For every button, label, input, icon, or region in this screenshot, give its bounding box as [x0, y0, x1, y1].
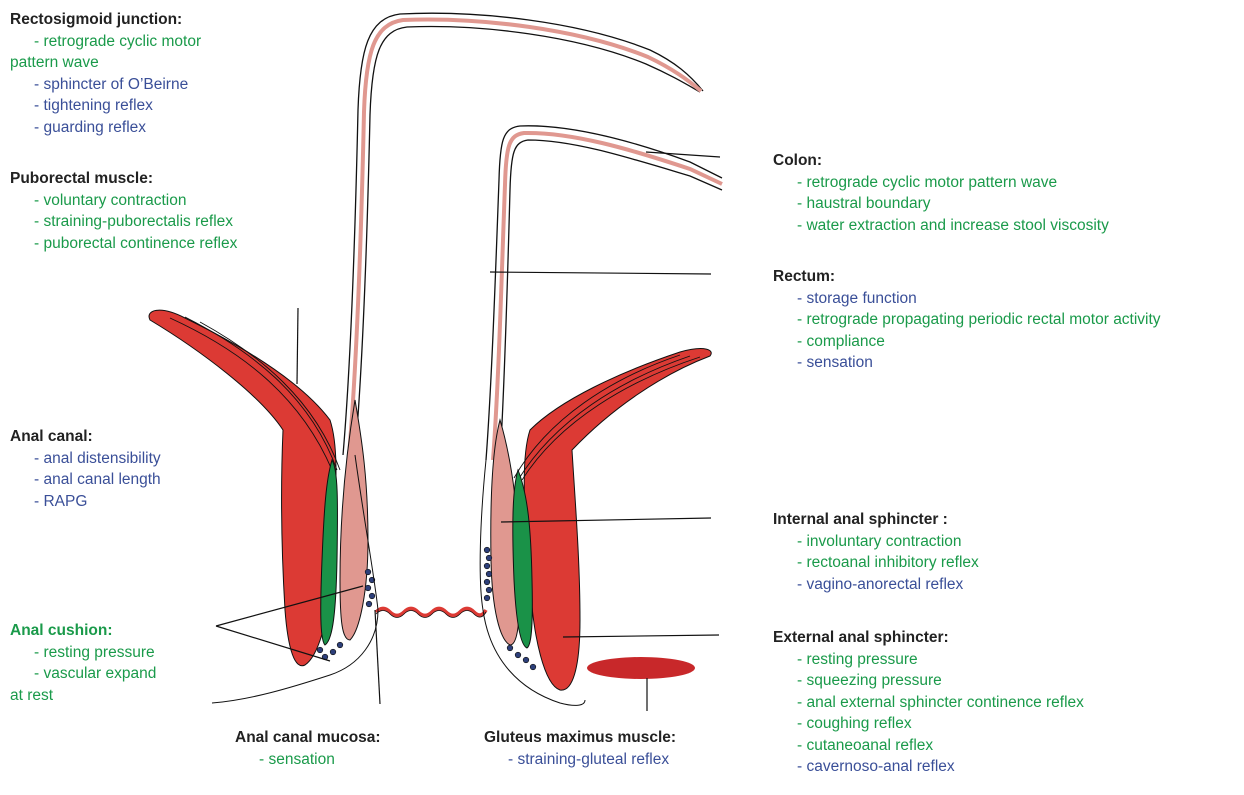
- puborectal-item-3: - puborectal continence reflex: [10, 233, 237, 255]
- gluteus-item-1: - straining-gluteal reflex: [484, 749, 676, 771]
- label-internal-anal-sphincter: Internal anal sphincter : - involuntary …: [773, 509, 979, 595]
- rectosigmoid-item-2: - sphincter of O’Beirne: [10, 74, 201, 96]
- rectum-item-3: - compliance: [773, 331, 1161, 353]
- rectal-wall-outer-left: [343, 13, 703, 455]
- internal-sphincter-item-3: - vagino-anorectal reflex: [773, 574, 979, 596]
- external-sphincter-item-4: - coughing reflex: [773, 713, 1084, 735]
- label-rectum: Rectum: - storage function - retrograde …: [773, 266, 1161, 374]
- anal-canal-heading: Anal canal:: [10, 426, 161, 448]
- internal-sphincter-item-2: - rectoanal inhibitory reflex: [773, 552, 979, 574]
- label-anal-canal: Anal canal: - anal distensibility - anal…: [10, 426, 161, 512]
- external-sphincter-item-6: - cavernoso-anal reflex: [773, 756, 1084, 778]
- puborectal-heading: Puborectal muscle:: [10, 168, 237, 190]
- mucosa-heading: Anal canal mucosa:: [235, 727, 381, 749]
- colon-item-3: - water extraction and increase stool vi…: [773, 215, 1109, 237]
- rectosigmoid-item-1-cont: pattern wave: [10, 52, 201, 74]
- rectum-item-1: - storage function: [773, 288, 1161, 310]
- label-anal-cushion: Anal cushion: - resting pressure - vascu…: [10, 620, 156, 706]
- colon-item-2: - haustral boundary: [773, 193, 1109, 215]
- label-rectosigmoid-junction: Rectosigmoid junction: - retrograde cycl…: [10, 9, 201, 138]
- gluteus-heading: Gluteus maximus muscle:: [484, 727, 676, 749]
- external-sphincter-item-2: - squeezing pressure: [773, 670, 1084, 692]
- anal-cushion-heading: Anal cushion:: [10, 620, 156, 642]
- external-sphincter-heading: External anal sphincter:: [773, 627, 1084, 649]
- label-puborectal-muscle: Puborectal muscle: - voluntary contracti…: [10, 168, 237, 254]
- external-sphincter-item-1: - resting pressure: [773, 649, 1084, 671]
- rectal-mucosa-left: [349, 20, 701, 455]
- label-external-anal-sphincter: External anal sphincter: - resting press…: [773, 627, 1084, 778]
- anal-canal-item-3: - RAPG: [10, 491, 161, 513]
- gluteus-maximus-muscle: [587, 657, 695, 679]
- label-anal-canal-mucosa: Anal canal mucosa: - sensation: [235, 727, 381, 770]
- anal-cushion-item-2-cont: at rest: [10, 685, 156, 707]
- rectosigmoid-item-1: - retrograde cyclic motor: [10, 31, 201, 53]
- rectal-wall-inner-left: [355, 27, 700, 455]
- colon-item-1: - retrograde cyclic motor pattern wave: [773, 172, 1109, 194]
- rectum-item-2: - retrograde propagating periodic rectal…: [773, 309, 1161, 331]
- rectum-item-4: - sensation: [773, 352, 1161, 374]
- anal-cushion-item-1: - resting pressure: [10, 642, 156, 664]
- label-gluteus-maximus: Gluteus maximus muscle: - straining-glut…: [484, 727, 676, 770]
- internal-sphincter-heading: Internal anal sphincter :: [773, 509, 979, 531]
- external-sphincter-item-3: - anal external sphincter continence ref…: [773, 692, 1084, 714]
- mucosa-item-1: - sensation: [235, 749, 381, 771]
- anal-cushion-item-2: - vascular expand: [10, 663, 156, 685]
- colon-heading: Colon:: [773, 150, 1109, 172]
- rectosigmoid-item-3: - tightening reflex: [10, 95, 201, 117]
- puborectal-item-2: - straining-puborectalis reflex: [10, 211, 237, 233]
- rectosigmoid-item-4: - guarding reflex: [10, 117, 201, 139]
- anal-canal-item-2: - anal canal length: [10, 469, 161, 491]
- rectosigmoid-heading: Rectosigmoid junction:: [10, 9, 201, 31]
- rectum-heading: Rectum:: [773, 266, 1161, 288]
- internal-sphincter-item-1: - involuntary contraction: [773, 531, 979, 553]
- puborectal-item-1: - voluntary contraction: [10, 190, 237, 212]
- external-sphincter-item-5: - cutaneoanal reflex: [773, 735, 1084, 757]
- anal-canal-item-1: - anal distensibility: [10, 448, 161, 470]
- label-colon: Colon: - retrograde cyclic motor pattern…: [773, 150, 1109, 236]
- left-external-sphincter-muscle: [149, 310, 336, 666]
